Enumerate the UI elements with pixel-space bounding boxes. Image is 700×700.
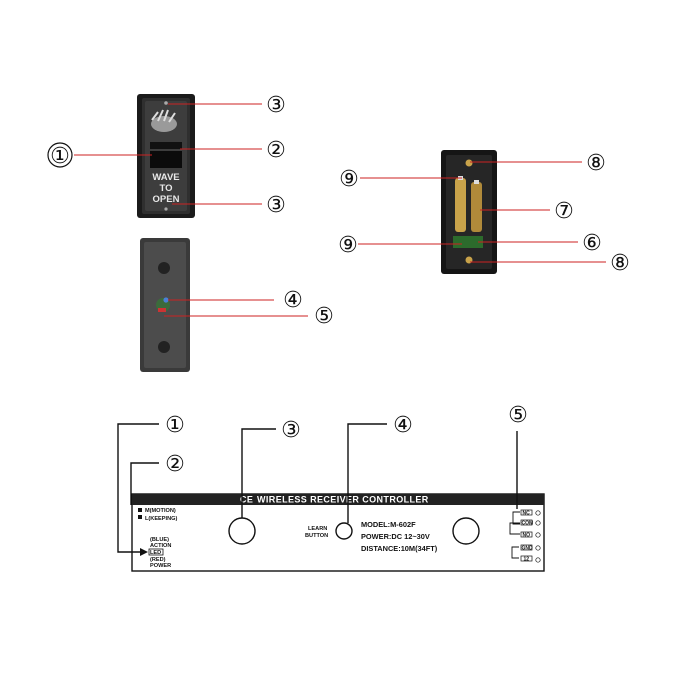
receiver-title: WIRELESS RECEIVER CONTROLLER xyxy=(257,495,429,505)
terminal-block: NC COM NO GND 12 xyxy=(509,509,541,563)
led-action-label: ACTION xyxy=(150,543,171,549)
callout-4-bottom: ④ xyxy=(393,413,413,438)
led-label: LED xyxy=(150,550,161,556)
callout-2-bottom: ② xyxy=(165,452,185,477)
terminal-no: NO xyxy=(523,532,531,538)
title-bar xyxy=(132,494,544,505)
svg-text:⑦: ⑦ xyxy=(554,199,574,224)
svg-text:⑧: ⑧ xyxy=(586,151,606,176)
callout-4-top: ④ xyxy=(283,288,303,313)
mode-keeping-label: L(KEEPING) xyxy=(145,516,177,522)
receiver-panel: CE WIRELESS RECEIVER CONTROLLER M(MOTION… xyxy=(131,493,545,572)
terminal-gnd: GND xyxy=(522,545,534,551)
svg-text:⑤: ⑤ xyxy=(508,403,528,428)
svg-text:①: ① xyxy=(165,413,185,438)
callout-5-bottom: ⑤ xyxy=(508,403,528,428)
terminal-power: 12 xyxy=(524,556,530,562)
screw-hole-bottom xyxy=(158,341,170,353)
callout-6-top: ⑥ xyxy=(582,231,602,256)
svg-text:②: ② xyxy=(266,138,286,163)
svg-text:②: ② xyxy=(165,452,185,477)
battery-left xyxy=(455,178,466,232)
button-front-device: WAVE TO OPEN xyxy=(137,94,195,218)
led-indicator xyxy=(148,548,164,556)
callout-9-top-a: ⑨ xyxy=(339,167,359,192)
svg-text:③: ③ xyxy=(266,93,286,118)
callout-2-top: ② xyxy=(266,138,286,163)
callout-3-top-a: ③ xyxy=(266,93,286,118)
wave-text-line3: OPEN xyxy=(153,194,180,205)
screw-top xyxy=(465,159,473,167)
mode-jumper-motion xyxy=(138,508,142,512)
svg-text:④: ④ xyxy=(283,288,303,313)
spec-distance: DISTANCE:10M(34FT) xyxy=(361,544,438,553)
mounting-hole-right xyxy=(452,517,480,545)
pcb xyxy=(453,236,483,248)
callout-8-top-b: ⑧ xyxy=(610,251,630,276)
spec-power: POWER:DC 12~30V xyxy=(361,532,430,541)
svg-text:⑨: ⑨ xyxy=(338,233,358,258)
button-back-device xyxy=(140,238,190,372)
mode-jumper-keeping xyxy=(138,515,142,519)
sensor-dot-top xyxy=(164,101,168,105)
led-strip xyxy=(150,142,182,149)
sensor-dot-bottom xyxy=(164,207,168,211)
wave-text-line2: TO xyxy=(159,183,172,194)
terminal-com: COM xyxy=(522,520,534,526)
mode-motion-label: M(MOTION) xyxy=(145,508,176,514)
callout-5-top: ⑤ xyxy=(314,304,334,329)
callout-7-top: ⑦ xyxy=(554,199,574,224)
svg-text:⑥: ⑥ xyxy=(582,231,602,256)
svg-text:①: ① xyxy=(50,144,70,169)
callout-1-bottom: ① xyxy=(165,413,185,438)
mounting-hole-left xyxy=(228,517,256,545)
svg-text:⑤: ⑤ xyxy=(314,304,334,329)
red-component xyxy=(158,308,166,312)
led-power-color-label: (RED) xyxy=(150,557,166,563)
ce-mark: CE xyxy=(240,495,253,505)
callout-3-bottom: ③ xyxy=(281,418,301,443)
callout-1-top: ① xyxy=(47,142,73,169)
screw-hole-top xyxy=(158,262,170,274)
learn-button-label-2: BUTTON xyxy=(305,533,328,539)
blue-led xyxy=(163,297,169,303)
callout-3-top-b: ③ xyxy=(266,193,286,218)
svg-text:⑧: ⑧ xyxy=(610,251,630,276)
spec-model: MODEL:M-602F xyxy=(361,520,416,529)
led-action-color-label: (BLUE) xyxy=(150,537,169,543)
terminal-nc: NC xyxy=(523,510,531,516)
hand-icon xyxy=(151,109,177,132)
svg-text:③: ③ xyxy=(281,418,301,443)
callout-8-top-a: ⑧ xyxy=(586,151,606,176)
led-power-label: POWER xyxy=(150,563,171,569)
sensor-window xyxy=(150,151,182,168)
battery-right xyxy=(471,182,482,232)
callout-9-top-b: ⑨ xyxy=(338,233,358,258)
learn-button-label-1: LEARN xyxy=(308,526,327,532)
svg-text:③: ③ xyxy=(266,193,286,218)
wave-text-line1: WAVE xyxy=(152,172,179,183)
svg-text:⑨: ⑨ xyxy=(339,167,359,192)
learn-button xyxy=(335,522,353,540)
svg-text:④: ④ xyxy=(393,413,413,438)
battery-compartment-device xyxy=(441,150,497,274)
